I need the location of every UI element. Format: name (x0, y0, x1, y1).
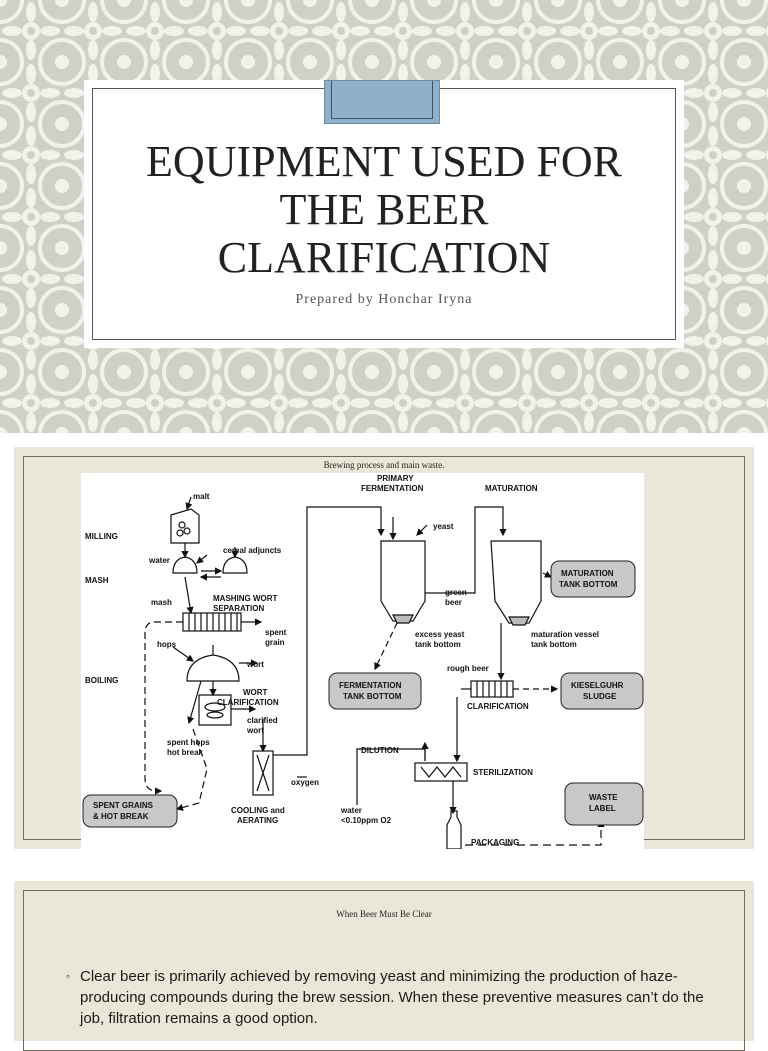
waste-label-kieselguhr-1: KIESELGUHR (571, 681, 624, 690)
waste-label-kieselguhr-2: SLUDGE (583, 692, 617, 701)
label-mashing: MASHING WORT (213, 594, 278, 603)
diagram-caption: Brewing process and main waste. (323, 460, 445, 470)
slide-heading: When Beer Must Be Clear (336, 909, 432, 919)
presentation-title: EQUIPMENT USED FOR THE BEER CLARIFICATIO… (84, 138, 684, 282)
label-cereal-adjuncts: cereal adjuncts (223, 546, 282, 555)
label-spent-hops-2: hot break (167, 748, 204, 757)
brewing-flowchart: MILLING MASH BOILING malt water cereal a… (82, 474, 644, 849)
bullet-marker-icon: ◦ (66, 969, 71, 983)
title-card-tab (324, 80, 440, 124)
waste-label-maturation-1: MATURATION (561, 569, 614, 578)
label-dilution: DILUTION (361, 746, 399, 755)
label-spent-hops-1: spent hops (167, 738, 210, 747)
label-mat-vessel-1: maturation vessel (531, 630, 599, 639)
label-rough-beer: rough beer (447, 664, 489, 673)
title-card: EQUIPMENT USED FOR THE BEER CLARIFICATIO… (84, 80, 684, 348)
waste-box-kieselguhr (560, 672, 644, 710)
label-water-low-1: water (340, 806, 362, 815)
label-primary: PRIMARY (377, 474, 414, 483)
waste-box-fermentation (328, 672, 422, 710)
label-oxygen: oxygen (291, 778, 319, 787)
stage-label-boiling: BOILING (85, 676, 118, 685)
label-mash: mash (151, 598, 172, 607)
waste-label-maturation-2: TANK BOTTOM (559, 580, 618, 589)
label-hops: hops (157, 640, 177, 649)
title-line: CLARIFICATION (217, 233, 551, 282)
waste-label-fermentation-1: FERMENTATION (339, 681, 402, 690)
waste-label-fermentation-2: TANK BOTTOM (343, 692, 402, 701)
label-fermentation: FERMENTATION (361, 484, 424, 493)
label-clarified-1: clarified (247, 716, 278, 725)
label-separation: SEPARATION (213, 604, 264, 613)
title-line: THE BEER (279, 185, 489, 234)
text-slide: When Beer Must Be Clear ◦ Clear beer is … (14, 881, 754, 1051)
presentation-subtitle: Prepared by Honchar Iryna (295, 292, 473, 307)
label-clarified-2: wort (246, 726, 264, 735)
label-cooling-2: AERATING (237, 816, 278, 825)
waste-label-spent-grains-1: SPENT GRAINS (93, 801, 154, 810)
label-wort: wort (246, 660, 264, 669)
waste-box-spent-grains (82, 794, 178, 828)
diagram-slide: Brewing process and main waste. (14, 447, 754, 849)
label-cooling-1: COOLING and (231, 806, 285, 815)
label-clarification: CLARIFICATION (467, 702, 529, 711)
label-wort-clar-1: WORT (243, 688, 268, 697)
label-water: water (148, 556, 170, 565)
bullet-text: Clear beer is primarily achieved by remo… (80, 968, 704, 1027)
stage-label-milling: MILLING (85, 532, 118, 541)
label-excess-tank: tank bottom (415, 640, 461, 649)
label-excess-yeast: excess yeast (415, 630, 465, 639)
label-packaging: PACKAGING (471, 838, 519, 847)
label-yeast: yeast (433, 522, 454, 531)
label-spent-grain-2: grain (265, 638, 285, 647)
label-spent-grain-1: spent (265, 628, 287, 637)
label-malt: malt (193, 492, 210, 501)
waste-box-maturation (550, 560, 636, 598)
title-slide: EQUIPMENT USED FOR THE BEER CLARIFICATIO… (0, 0, 768, 433)
label-maturation: MATURATION (485, 484, 538, 493)
label-green-1: green (445, 588, 467, 597)
label-green-2: beer (445, 598, 462, 607)
waste-label-spent-grains-2: & HOT BREAK (93, 812, 149, 821)
brewing-process-diagram: MILLING MASH BOILING malt water cereal a… (81, 473, 644, 849)
waste-label-waste-1: WASTE (589, 793, 618, 802)
title-line: EQUIPMENT USED FOR (146, 137, 622, 186)
waste-label-waste-2: LABEL (589, 804, 616, 813)
label-mat-vessel-2: tank bottom (531, 640, 577, 649)
label-wort-clar-2: CLARIFICATION (217, 698, 279, 707)
stage-label-mash: MASH (85, 576, 109, 585)
label-water-low-2: <0.10ppm O2 (341, 816, 392, 825)
waste-box-waste-label (564, 782, 644, 826)
label-sterilization: STERILIZATION (473, 768, 533, 777)
bullet-item: ◦ Clear beer is primarily achieved by re… (66, 966, 730, 1029)
